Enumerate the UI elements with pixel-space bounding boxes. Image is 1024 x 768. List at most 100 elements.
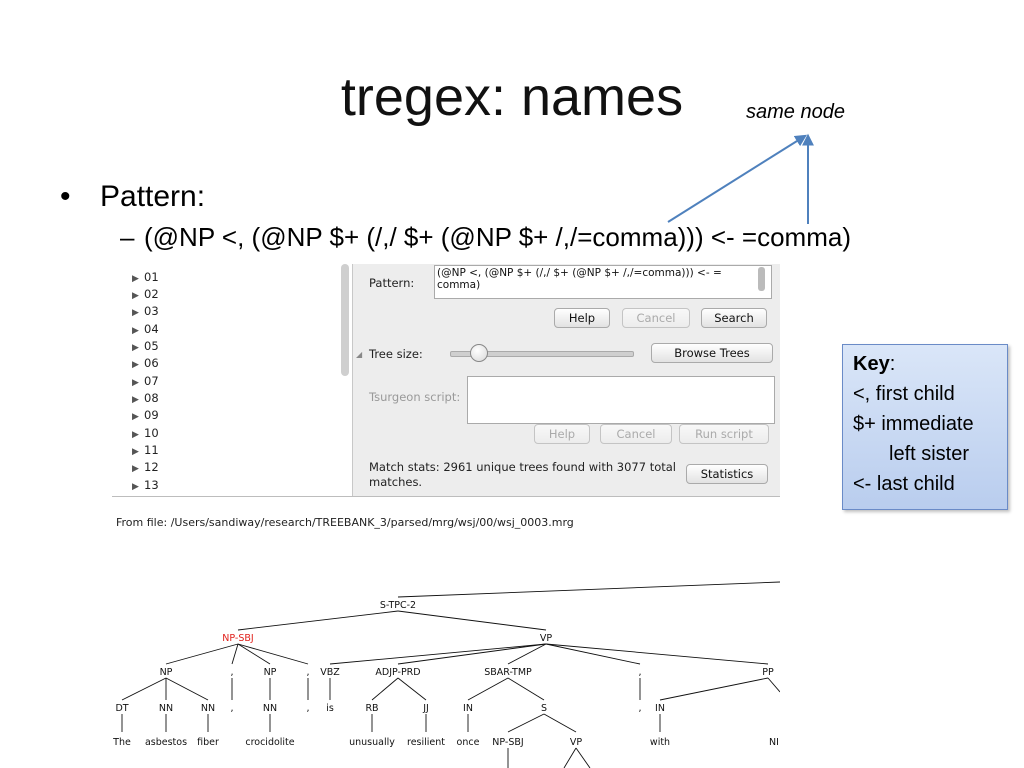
- panel-scrollbar[interactable]: [341, 264, 349, 376]
- expand-triangle-icon[interactable]: ▶: [132, 378, 139, 388]
- tree-branch: [397, 610, 547, 631]
- tree-branch: [545, 643, 769, 665]
- tree-leaf-comma: ,: [230, 703, 233, 714]
- tree-branch: [329, 643, 547, 665]
- match-stats-text: Match stats: 2961 unique trees found wit…: [369, 460, 677, 474]
- tree-node-np: NP: [160, 667, 173, 678]
- tsurgeon-help-button[interactable]: Help: [534, 424, 590, 444]
- tree-leaf-is: is: [326, 703, 334, 714]
- tree-node-s: S: [541, 703, 547, 714]
- tree-list-item[interactable]: ▶07: [132, 374, 159, 388]
- tree-node-in: IN: [463, 703, 473, 714]
- tree-branch: [237, 610, 399, 631]
- expand-triangle-icon[interactable]: ▶: [132, 430, 139, 440]
- expand-triangle-icon[interactable]: ▶: [132, 360, 139, 370]
- tree-word: unusually: [349, 737, 395, 748]
- tree-list-item[interactable]: ▶12: [132, 460, 159, 474]
- expand-triangle-icon[interactable]: ▶: [132, 412, 139, 422]
- tree-node-in: IN: [655, 703, 665, 714]
- pattern-scrollbar[interactable]: [758, 267, 765, 291]
- tree-node-np-sbj: NP-SBJ: [492, 737, 523, 748]
- tree-size-label: Tree size:: [369, 347, 423, 361]
- pattern-label: Pattern:: [369, 276, 415, 290]
- tree-word: asbestos: [145, 737, 187, 748]
- tsurgeon-script-input[interactable]: [467, 376, 775, 424]
- tree-list-panel[interactable]: ▶01 ▶02 ▶03 ▶04 ▶05 ▶06 ▶07 ▶08 ▶09 ▶10 …: [112, 264, 353, 496]
- tree-node-comma: ,: [306, 667, 309, 678]
- tree-branch: [507, 713, 545, 733]
- tsurgeon-cancel-button[interactable]: Cancel: [600, 424, 672, 444]
- pattern-input[interactable]: (@NP <, (@NP $+ (/,/ $+ (@NP $+ /,/=comm…: [434, 265, 772, 299]
- resize-grip-icon[interactable]: ◢: [356, 350, 363, 359]
- tree-node-sbar-tmp: SBAR-TMP: [484, 667, 532, 678]
- tree-branch: [575, 747, 591, 768]
- run-script-button[interactable]: Run script: [679, 424, 769, 444]
- tree-list-item[interactable]: ▶09: [132, 408, 159, 422]
- statistics-button[interactable]: Statistics: [686, 464, 768, 484]
- tree-list-item[interactable]: ▶04: [132, 322, 159, 336]
- tree-branch: [237, 643, 271, 665]
- tree-list-item[interactable]: ▶10: [132, 426, 159, 440]
- tree-node-nn: NN: [159, 703, 173, 714]
- cancel-button[interactable]: Cancel: [622, 308, 690, 328]
- tree-list-item[interactable]: ▶13: [132, 478, 159, 492]
- bullet-dot: •: [60, 180, 71, 213]
- expand-triangle-icon[interactable]: ▶: [132, 395, 139, 405]
- tree-word: resilient: [407, 737, 445, 748]
- tree-size-slider[interactable]: [450, 351, 634, 357]
- tree-size-slider-knob[interactable]: [470, 344, 488, 362]
- key-title: Key: [853, 353, 890, 375]
- tree-node-vp: VP: [540, 633, 552, 644]
- tree-word: The: [112, 737, 131, 748]
- tree-node-jj: JJ: [422, 703, 429, 714]
- tree-node-comma: ,: [638, 667, 641, 678]
- tree-node-vbz: VBZ: [320, 667, 340, 678]
- key-line-last-child: <- last child: [853, 473, 955, 495]
- arrow-from-first-comma: [667, 134, 808, 223]
- tree-branch: [371, 677, 399, 701]
- tree-list-item[interactable]: ▶11: [132, 443, 159, 457]
- tree-branch: [165, 677, 209, 701]
- tree-leaf-comma: ,: [306, 703, 309, 714]
- tree-leaf-comma: ,: [638, 703, 641, 714]
- tree-list-item[interactable]: ▶08: [132, 391, 159, 405]
- tree-list-item[interactable]: ▶05: [132, 339, 159, 353]
- tree-list-item[interactable]: ▶01: [132, 270, 159, 284]
- tree-node-np-sbj-highlighted: NP-SBJ: [222, 633, 253, 644]
- tree-node-pp: PP: [762, 667, 774, 678]
- expand-triangle-icon[interactable]: ▶: [132, 326, 139, 336]
- expand-triangle-icon[interactable]: ▶: [132, 464, 139, 474]
- bullet-pattern-heading: Pattern:: [100, 180, 206, 213]
- help-button[interactable]: Help: [554, 308, 610, 328]
- tree-node-nn: NN: [201, 703, 215, 714]
- tree-branch: [231, 643, 239, 665]
- tree-branch: [507, 677, 545, 701]
- tree-node-nn: NN: [263, 703, 277, 714]
- search-button[interactable]: Search: [701, 308, 767, 328]
- expand-triangle-icon[interactable]: ▶: [132, 291, 139, 301]
- tree-word: with: [650, 737, 670, 748]
- expand-triangle-icon[interactable]: ▶: [132, 308, 139, 318]
- expand-triangle-icon[interactable]: ▶: [132, 447, 139, 457]
- expand-triangle-icon[interactable]: ▶: [132, 482, 139, 492]
- tregex-window: ▶01 ▶02 ▶03 ▶04 ▶05 ▶06 ▶07 ▶08 ▶09 ▶10 …: [112, 264, 780, 497]
- browse-trees-button[interactable]: Browse Trees: [651, 343, 773, 363]
- expand-triangle-icon[interactable]: ▶: [132, 274, 139, 284]
- source-file-path: From file: /Users/sandiway/research/TREE…: [116, 516, 574, 529]
- tree-branch: [543, 713, 577, 733]
- tree-list-item[interactable]: ▶06: [132, 356, 159, 370]
- tree-branch: [397, 581, 780, 598]
- tree-list-item[interactable]: ▶02: [132, 287, 159, 301]
- tree-node-rb: RB: [365, 703, 378, 714]
- tree-node-dt: DT: [115, 703, 128, 714]
- tree-branch: [545, 643, 641, 665]
- tree-branch: [121, 677, 167, 701]
- tree-branch: [165, 643, 239, 665]
- tree-list-item[interactable]: ▶03: [132, 304, 159, 318]
- tree-branch: [397, 677, 427, 701]
- expand-triangle-icon[interactable]: ▶: [132, 343, 139, 353]
- key-line-first-child: <, first child: [853, 383, 955, 405]
- tsurgeon-label: Tsurgeon script:: [369, 390, 461, 404]
- key-title-colon: :: [889, 353, 896, 375]
